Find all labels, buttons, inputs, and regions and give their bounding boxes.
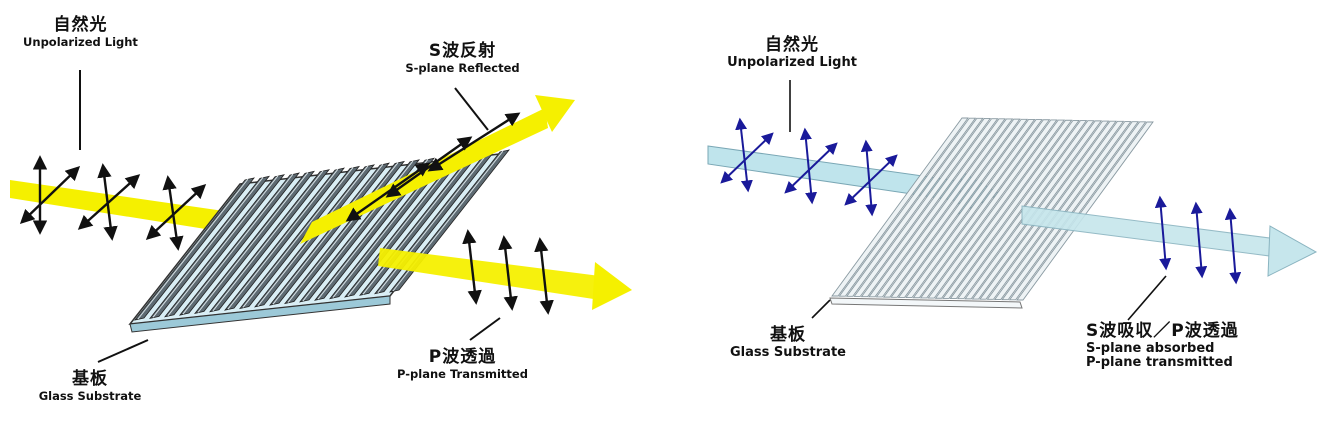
- label-en: P-plane Transmitted: [397, 366, 528, 381]
- label-zh: 自然光: [765, 35, 819, 55]
- transmitted-p-arrows: [462, 229, 554, 315]
- label-en: Glass Substrate: [38, 388, 142, 403]
- label-reflected: S波反射 S-plane Reflected: [385, 41, 540, 75]
- transmitted-beam-blue: [1021, 205, 1286, 259]
- label-zh: 基板: [72, 369, 108, 389]
- grating-bar: [831, 117, 969, 297]
- label-zh: 基板: [770, 325, 806, 345]
- label-substrate-right: 基板 Glass Substrate: [718, 325, 858, 360]
- label-en: Glass Substrate: [730, 344, 846, 360]
- grating-highlight: [227, 168, 339, 310]
- wire-grid-grating-right: [831, 117, 1154, 301]
- grating-bar: [868, 118, 1006, 298]
- incident-beam-blue: [707, 145, 981, 205]
- label-transmitted: P波透過 P-plane Transmitted: [385, 347, 540, 381]
- grating-bar: [979, 120, 1117, 300]
- unpolarized-arrows: [19, 155, 207, 251]
- grating-highlight: [182, 173, 294, 315]
- leader-lines-right: [789, 80, 1167, 321]
- label-zh: 自然光: [53, 15, 108, 35]
- grating-highlight: [152, 177, 264, 318]
- grating-highlight: [197, 172, 309, 313]
- label-en: Unpolarized Light: [23, 34, 138, 49]
- grating-bar: [912, 119, 1051, 299]
- leader-lines: [79, 70, 501, 363]
- grating-bar: [1016, 121, 1154, 301]
- label-substrate-left: 基板 Glass Substrate: [30, 369, 150, 403]
- left-diagram: [10, 70, 632, 363]
- label-en: S-plane Reflected: [405, 60, 520, 75]
- grating-bar: [882, 118, 1021, 298]
- label-absorbed-transmitted: S波吸収／P波透過 S-plane absorbed P-plane trans…: [1086, 321, 1286, 371]
- label-en-line1: S-plane absorbed: [1086, 340, 1215, 356]
- grating-bar: [949, 120, 1088, 300]
- grating-highlight: [242, 167, 354, 308]
- grating-highlight: [167, 175, 279, 317]
- grating-bar: [890, 118, 1029, 298]
- grating-bar: [956, 120, 1095, 300]
- grating-bar: [942, 119, 1080, 299]
- grating-bar: [993, 121, 1132, 300]
- grating-bar: [905, 119, 1043, 299]
- label-en-line2: P-plane transmitted: [1086, 355, 1233, 371]
- grating-bar: [927, 119, 1066, 299]
- grating-bar: [986, 120, 1125, 300]
- label-zh: S波吸収／P波透過: [1086, 321, 1239, 341]
- label-unpolarized-left: 自然光 Unpolarized Light: [8, 15, 153, 49]
- reflected-s-arrows: [345, 112, 521, 222]
- grating-bar: [934, 119, 1073, 299]
- grating-bar: [853, 118, 992, 297]
- grating-bar: [971, 120, 1110, 300]
- unpolarized-arrows-blue: [720, 117, 898, 217]
- grating-bar: [964, 120, 1103, 300]
- grating-bar: [845, 117, 984, 297]
- label-zh: S波反射: [428, 41, 497, 61]
- grating-bar: [875, 118, 1014, 298]
- grating-bar: [919, 119, 1058, 299]
- grating-bar: [1001, 121, 1140, 301]
- label-en: Unpolarized Light: [727, 54, 857, 70]
- grating-bar: [838, 117, 977, 297]
- transmitted-p-arrows-blue: [1154, 195, 1242, 285]
- grating-bar: [897, 118, 1036, 298]
- grating-bar: [860, 118, 999, 298]
- grating-bar: [1008, 121, 1147, 301]
- grating-highlight: [212, 170, 324, 312]
- label-zh: P波透過: [428, 347, 497, 367]
- label-unpolarized-right: 自然光 Unpolarized Light: [712, 35, 872, 70]
- wire-grid-grating: [133, 149, 511, 321]
- grating-highlight: [137, 178, 249, 320]
